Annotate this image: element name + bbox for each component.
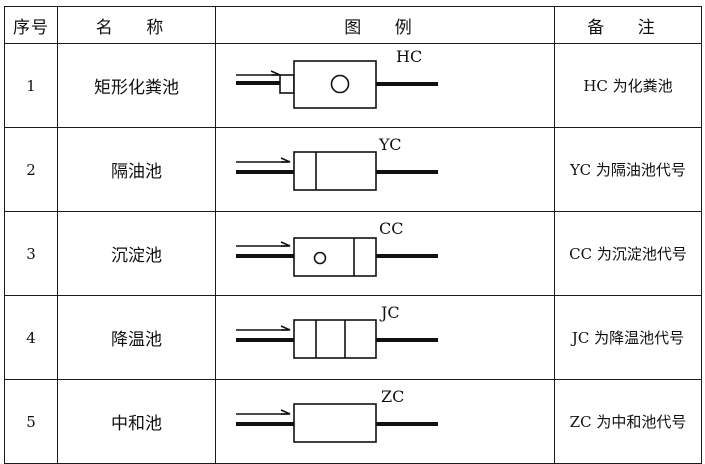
- symbol-code: CC: [379, 219, 403, 238]
- neutralization-tank-symbol: ZC: [236, 387, 438, 443]
- table-header-row: 序号 名 称 图 例 备 注: [4, 6, 702, 44]
- table-row: 1 矩形化粪池 HC HC 为化粪池: [4, 43, 702, 128]
- row-note: CC 为沉淀池代号: [554, 211, 702, 296]
- table-row: 3 沉淀池 CC CC 为沉淀池代号: [4, 211, 702, 296]
- row-symbol-cell: YC: [215, 127, 555, 212]
- symbol-code: ZC: [381, 387, 404, 406]
- symbol-code: JC: [379, 303, 400, 322]
- header-name: 名 称: [57, 6, 216, 44]
- header-symbol: 图 例: [215, 6, 555, 44]
- row-note: HC 为化粪池: [554, 43, 702, 128]
- header-no: 序号: [4, 6, 58, 44]
- row-symbol-cell: HC: [215, 43, 555, 128]
- row-note: JC 为降温池代号: [554, 295, 702, 380]
- row-name: 隔油池: [57, 127, 216, 212]
- row-number: 4: [4, 295, 58, 380]
- row-note: YC 为隔油池代号: [554, 127, 702, 212]
- header-note: 备 注: [554, 6, 702, 44]
- symbol-code: YC: [378, 135, 402, 154]
- row-note: ZC 为中和池代号: [554, 379, 702, 464]
- row-symbol-cell: ZC: [215, 379, 555, 464]
- row-number: 1: [4, 43, 58, 128]
- row-name: 中和池: [57, 379, 216, 464]
- legend-table-container: 序号 名 称 图 例 备 注 1 矩形化粪池 HC: [4, 6, 702, 464]
- row-name: 矩形化粪池: [57, 43, 216, 128]
- row-number: 5: [4, 379, 58, 464]
- symbol-code: HC: [396, 47, 422, 66]
- row-number: 3: [4, 211, 58, 296]
- cooling-tank-symbol: JC: [236, 303, 438, 359]
- table-row: 4 降温池 JC JC 为降温池代号: [4, 295, 702, 380]
- sedimentation-tank-symbol: CC: [236, 219, 438, 277]
- row-name: 沉淀池: [57, 211, 216, 296]
- table-row: 2 隔油池 YC YC 为隔油池代号: [4, 127, 702, 212]
- grease-trap-symbol: YC: [236, 135, 438, 191]
- row-symbol-cell: CC: [215, 211, 555, 296]
- table-row: 5 中和池 ZC ZC 为中和池代号: [4, 379, 702, 464]
- row-name: 降温池: [57, 295, 216, 380]
- row-symbol-cell: JC: [215, 295, 555, 380]
- row-number: 2: [4, 127, 58, 212]
- legend-table: 序号 名 称 图 例 备 注 1 矩形化粪池 HC: [4, 6, 702, 464]
- septic-tank-symbol: HC: [236, 47, 438, 109]
